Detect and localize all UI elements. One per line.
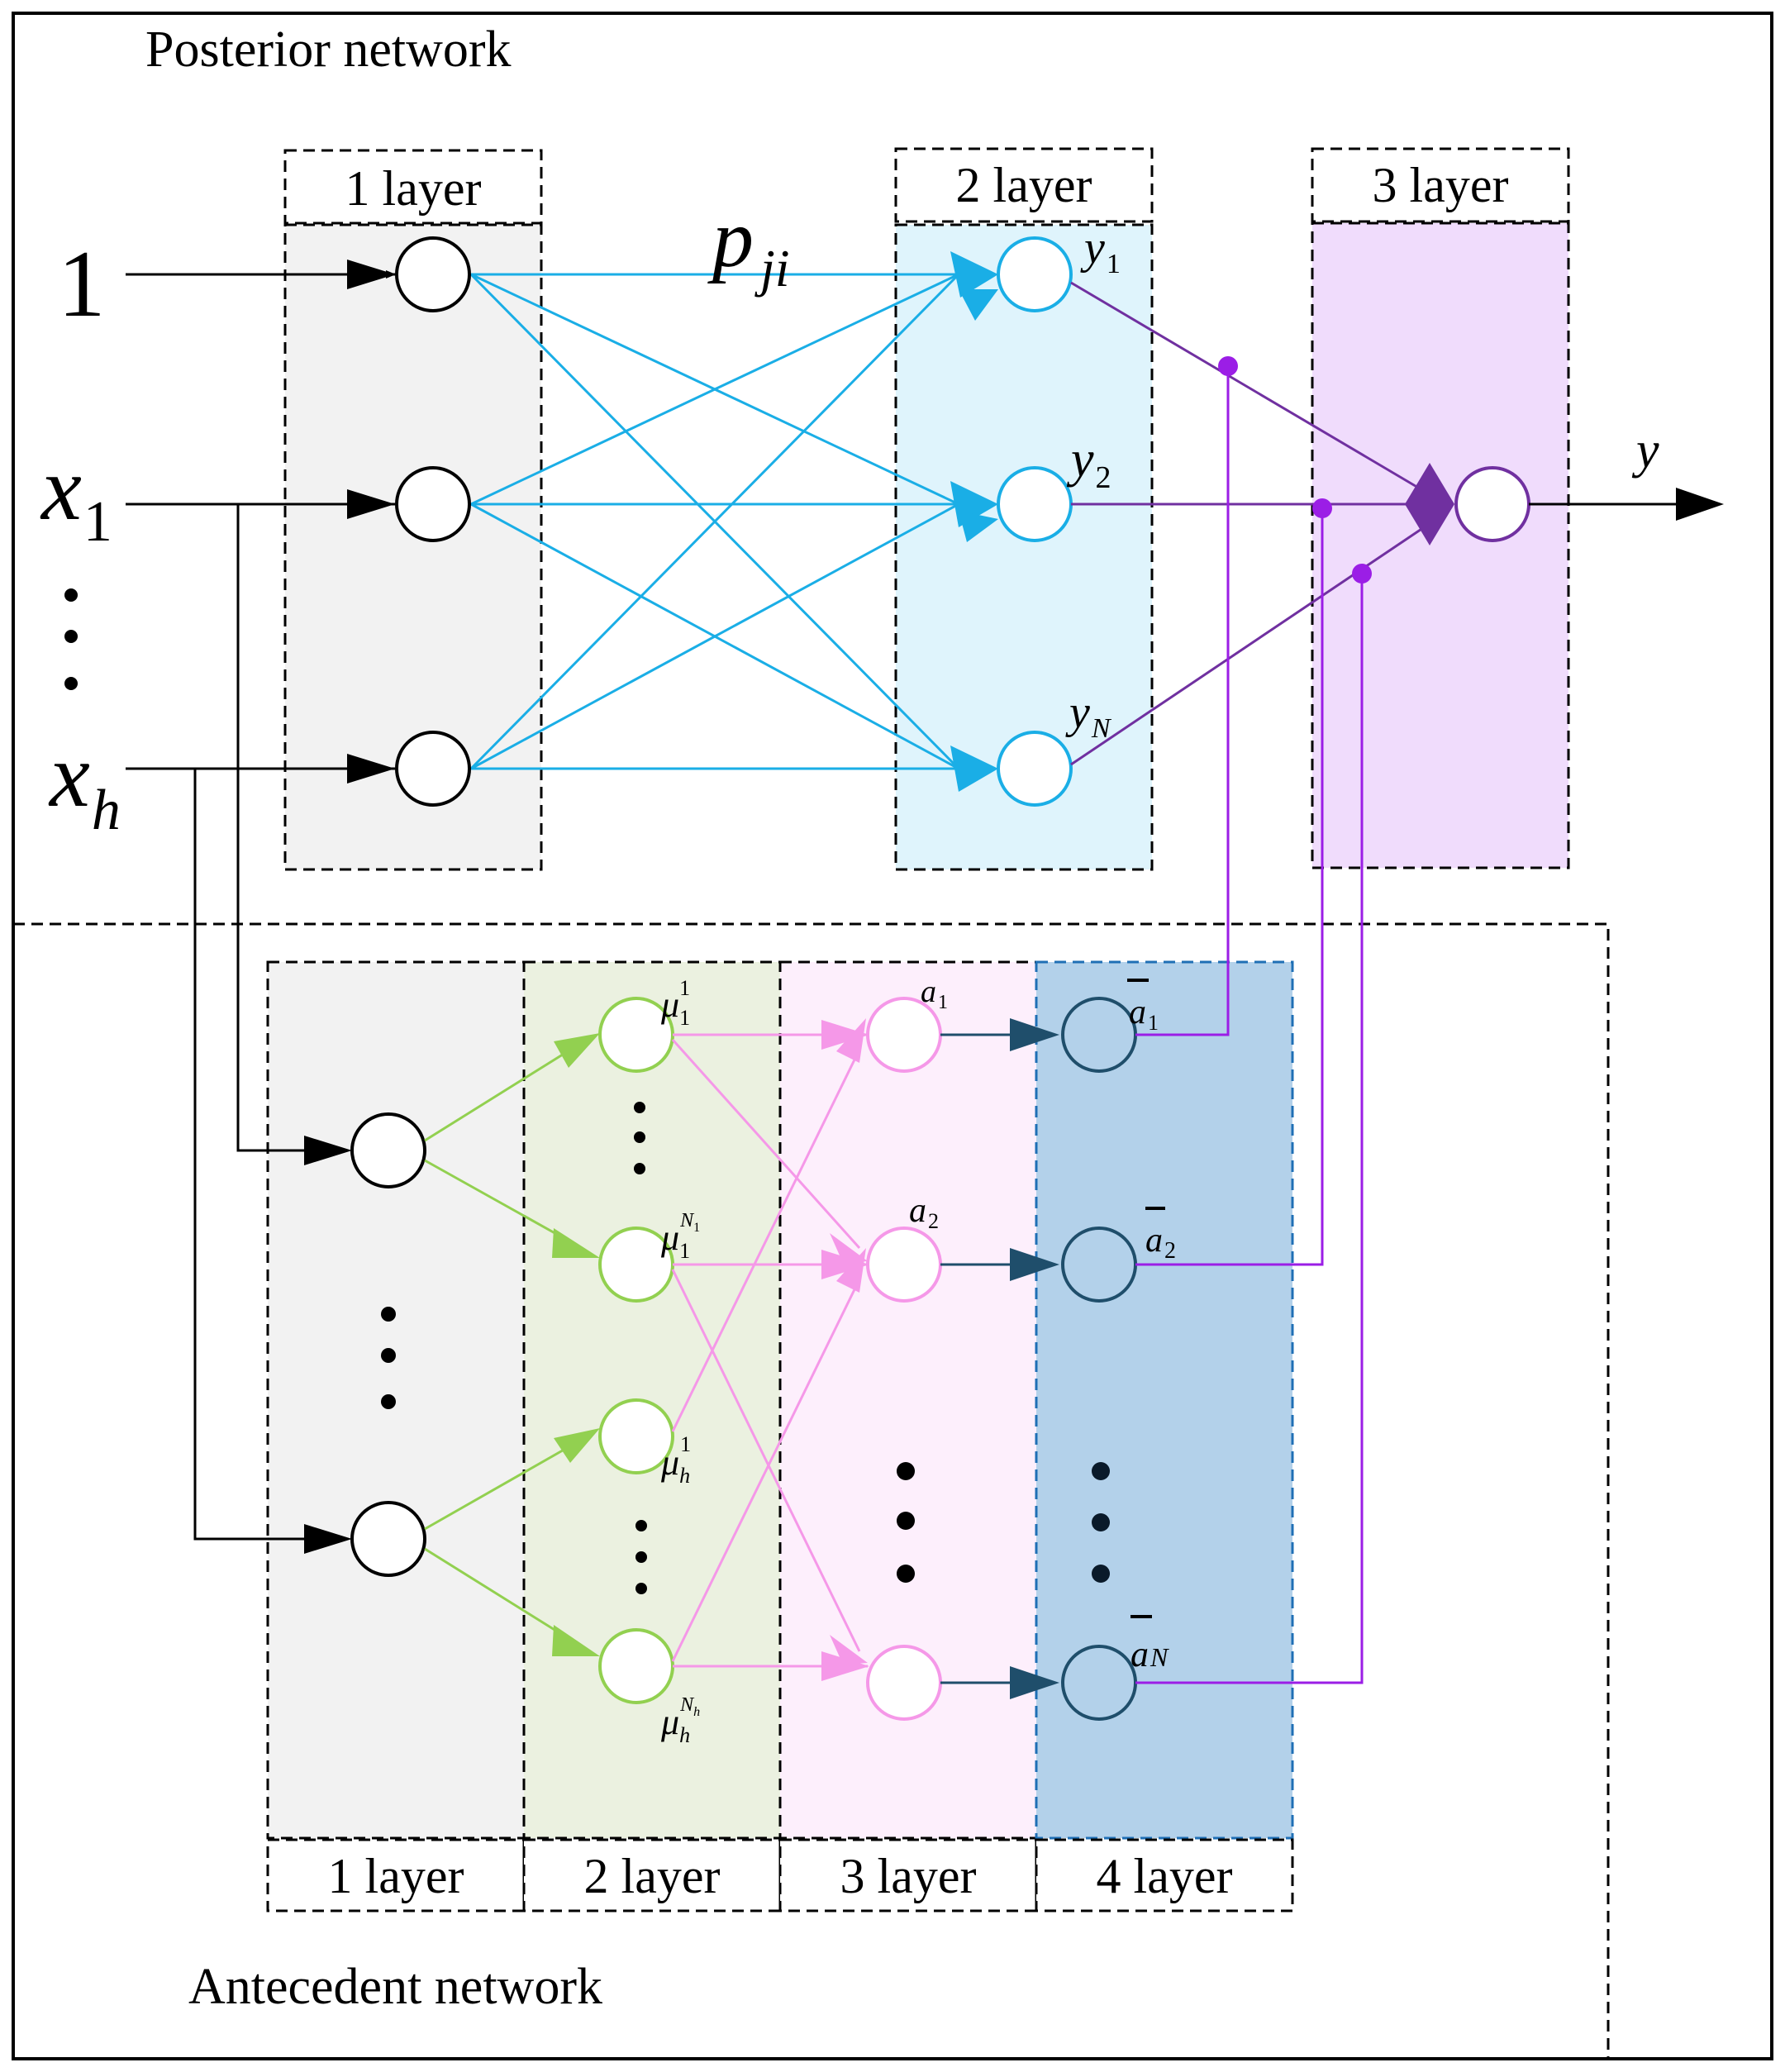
ellipsis-dot: [381, 1348, 396, 1363]
ellipsis-dot: [897, 1565, 915, 1583]
ellipsis-dot: [634, 1102, 645, 1113]
sum-arrowhead: [1405, 463, 1454, 545]
posterior-sum-node: [1454, 466, 1530, 542]
antecedent-input-node-1: [350, 1112, 426, 1188]
purple-connections: [1070, 281, 1447, 766]
ellipsis-dot: [381, 1307, 396, 1322]
ellipsis-dot: [64, 677, 78, 690]
abar2-label: a2: [1145, 1222, 1176, 1264]
ellipsis-dot: [897, 1512, 915, 1530]
ellipsis-dot: [635, 1520, 647, 1531]
posterior-output-node-yN: [997, 731, 1073, 807]
mu-1-N1-label: μ1N1: [660, 1210, 700, 1263]
posterior-layer3-box: [1311, 221, 1570, 869]
input-xh-label: xh: [48, 725, 121, 842]
antecedent-layer3-label: 3 layer: [840, 1849, 977, 1903]
antecedent-layer1-label: 1 layer: [328, 1849, 464, 1903]
green-arrowheads: [552, 1033, 600, 1656]
posterior-layer2-label-box: [894, 147, 1154, 223]
green-connections: [424, 1043, 579, 1646]
posterior-layer1-label-box: [283, 149, 543, 225]
abar1-label: a1: [1129, 993, 1159, 1035]
arrowhead: [304, 1136, 352, 1165]
arrowhead: [347, 260, 395, 289]
input-x1-label: x1: [40, 438, 112, 554]
output-y-label: y: [1631, 422, 1659, 479]
blue-arrowheads: [950, 251, 998, 792]
rule-node-aN: [866, 1645, 942, 1721]
antecedent-layer2-label-box: [522, 1838, 782, 1912]
posterior-network-title: Posterior network: [145, 21, 512, 78]
a2-label: a2: [909, 1192, 939, 1233]
yN-label: yN: [1065, 687, 1112, 744]
blue-connections: [469, 273, 960, 770]
antecedent-layer1-label-box: [266, 1838, 526, 1912]
antecedent-layer1-box: [266, 960, 526, 1840]
ellipsis-dot: [635, 1583, 647, 1594]
antecedent-layer3-label-box: [778, 1838, 1038, 1912]
pink-arrowheads: [821, 1018, 869, 1681]
antecedent-layer2-box: [522, 960, 782, 1840]
mu-1-1-label: μ11: [660, 976, 690, 1030]
teal-arrowheads: [1010, 1018, 1059, 1699]
rule-node-a1: [866, 997, 942, 1073]
posterior-layer3-label-box: [1311, 147, 1570, 223]
antecedent-layer2-label: 2 layer: [584, 1849, 721, 1903]
ellipsis-dot: [64, 588, 78, 602]
teal-connections: [940, 1033, 1013, 1684]
norm-node-abar2: [1061, 1227, 1137, 1303]
ellipsis-dot: [634, 1163, 645, 1174]
posterior-output-node-y1: [997, 236, 1073, 312]
norm-node-abar1: [1061, 997, 1137, 1073]
mu-h-1-label: μh1: [660, 1432, 691, 1488]
antecedent-layer4-label: 4 layer: [1097, 1849, 1233, 1903]
ellipsis-dot: [897, 1462, 915, 1480]
mu-h-Nh-label: μhNh: [660, 1694, 700, 1747]
membership-node-muh-1: [598, 1398, 674, 1474]
posterior-input-node-x1: [395, 466, 471, 542]
pink-connections: [671, 1033, 868, 1668]
posterior-input-node-1: [395, 236, 471, 312]
antecedent-network-title: Antecedent network: [188, 1959, 602, 2015]
input-one-label: 1: [58, 231, 106, 336]
posterior-input-node-xh: [395, 731, 471, 807]
ellipsis-dot: [634, 1131, 645, 1143]
xh-feed-line: [193, 769, 347, 1541]
ellipsis-dot: [1092, 1462, 1110, 1480]
abarN-label: aN: [1130, 1634, 1169, 1674]
antecedent-network-frame: [12, 922, 1610, 2060]
arrowhead: [1676, 488, 1724, 521]
y1-label: y1: [1080, 222, 1121, 279]
ellipsis-dot: [635, 1551, 647, 1563]
norm-node-abarN: [1061, 1645, 1137, 1721]
rule-node-a2: [866, 1227, 942, 1303]
arrowhead: [304, 1524, 352, 1554]
posterior-layer3-label: 3 layer: [1373, 158, 1509, 212]
membership-node-muh-Nh: [598, 1628, 674, 1704]
ellipsis-dot: [64, 630, 78, 643]
ellipsis-dot: [1092, 1513, 1110, 1531]
antecedent-input-node-h: [350, 1501, 426, 1577]
violet-weight-lines: [1135, 366, 1364, 1684]
ellipsis-dot: [381, 1394, 396, 1409]
a1-label: a1: [921, 974, 948, 1013]
posterior-output-node-y2: [997, 466, 1073, 542]
arrowhead: [347, 754, 395, 784]
ellipsis-dot: [1092, 1565, 1110, 1583]
arrowhead: [347, 489, 395, 519]
antecedent-layer4-label-box: [1035, 1838, 1294, 1912]
posterior-layer2-label: 2 layer: [956, 158, 1092, 212]
posterior-layer1-label: 1 layer: [345, 161, 482, 216]
y2-label: y2: [1066, 431, 1111, 495]
